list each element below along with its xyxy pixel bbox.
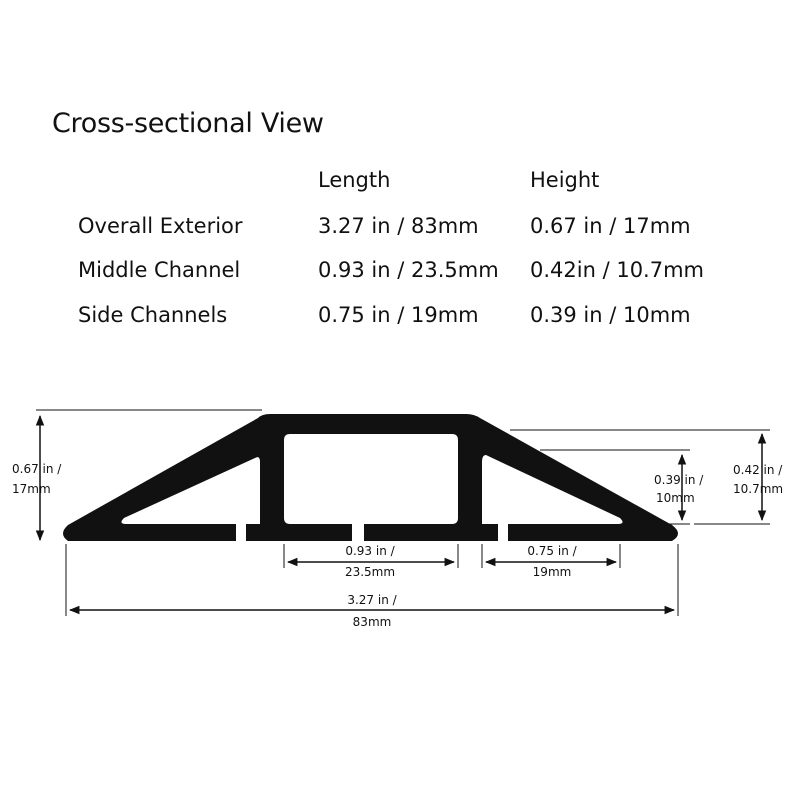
dim-overall-length: 3.27 in / 83mm xyxy=(65,544,679,629)
overall-length-label-2: 83mm xyxy=(353,615,392,629)
dim-side-width: 0.75 in / 19mm xyxy=(481,544,621,579)
row-length: 0.75 in / 19mm xyxy=(318,303,479,327)
row-length: 0.93 in / 23.5mm xyxy=(318,258,499,282)
dim-side-height: 0.39 in / 10mm xyxy=(540,449,704,525)
overall-length-label-1: 3.27 in / xyxy=(347,593,397,607)
middle-height-label-1: 0.42 in / xyxy=(733,463,783,477)
row-height: 0.39 in / 10mm xyxy=(530,303,691,327)
row-length: 3.27 in / 83mm xyxy=(318,214,479,238)
side-height-label-1: 0.39 in / xyxy=(654,473,704,487)
dim-middle-width: 0.93 in / 23.5mm xyxy=(283,544,459,579)
row-height: 0.42in / 10.7mm xyxy=(530,258,704,282)
header-height: Height xyxy=(530,168,600,192)
diagram-title: Cross-sectional View xyxy=(52,108,324,139)
middle-width-label-1: 0.93 in / xyxy=(345,544,395,558)
middle-height-label-2: 10.7mm xyxy=(733,482,783,496)
side-width-label-2: 19mm xyxy=(533,565,572,579)
middle-width-label-2: 23.5mm xyxy=(345,565,395,579)
side-width-label-1: 0.75 in / xyxy=(527,544,577,558)
cable-protector-profile xyxy=(63,414,678,541)
dim-middle-height: 0.42 in / 10.7mm xyxy=(510,429,783,525)
overall-height-label-1: 0.67 in / xyxy=(12,462,62,476)
row-label: Overall Exterior xyxy=(78,214,243,238)
row-label: Side Channels xyxy=(78,303,228,327)
row-height: 0.67 in / 17mm xyxy=(530,214,691,238)
header-length: Length xyxy=(318,168,391,192)
overall-height-label-2: 17mm xyxy=(12,482,51,496)
side-height-label-2: 10mm xyxy=(656,491,695,505)
dim-overall-height: 0.67 in / 17mm xyxy=(12,409,262,542)
row-label: Middle Channel xyxy=(78,258,241,282)
